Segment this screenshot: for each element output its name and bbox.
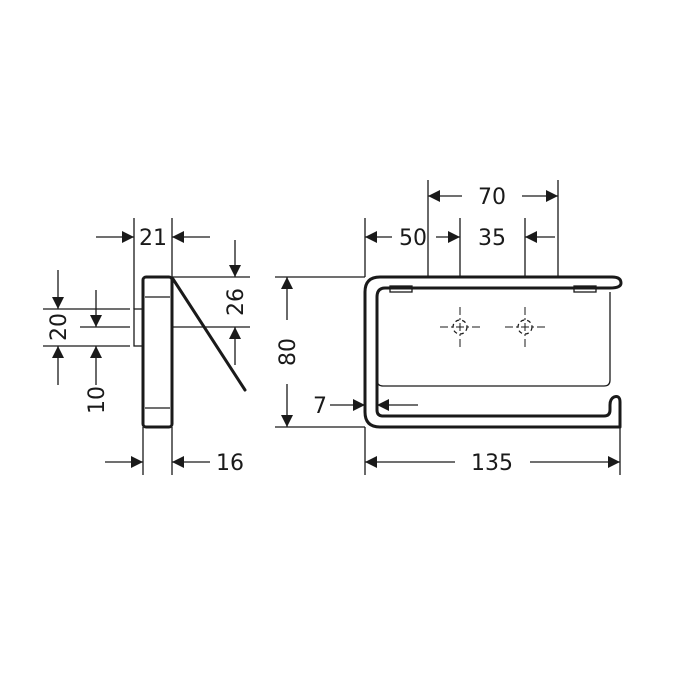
dim-21: 21 bbox=[139, 226, 167, 251]
mount-hole-left bbox=[440, 307, 482, 349]
dim-50: 50 bbox=[399, 226, 427, 251]
shelf-arm bbox=[171, 277, 247, 392]
body-outline bbox=[141, 275, 174, 429]
dim-10: 10 bbox=[85, 386, 110, 414]
holder-frame bbox=[363, 275, 623, 429]
dim-135: 135 bbox=[471, 451, 513, 476]
mount-hole-right bbox=[505, 307, 547, 349]
shelf-outline bbox=[376, 292, 611, 387]
dim-20: 20 bbox=[47, 313, 72, 341]
dim-16: 16 bbox=[216, 451, 244, 476]
dim-7: 7 bbox=[313, 394, 327, 419]
mount-block bbox=[133, 308, 144, 347]
dim-35: 35 bbox=[478, 226, 506, 251]
dim-26: 26 bbox=[224, 288, 249, 316]
dim-70: 70 bbox=[478, 185, 506, 210]
dim-80: 80 bbox=[276, 338, 301, 366]
side-view: 21 26 20 10 16 bbox=[43, 218, 250, 476]
front-view: 70 50 35 80 7 135 bbox=[275, 180, 623, 476]
